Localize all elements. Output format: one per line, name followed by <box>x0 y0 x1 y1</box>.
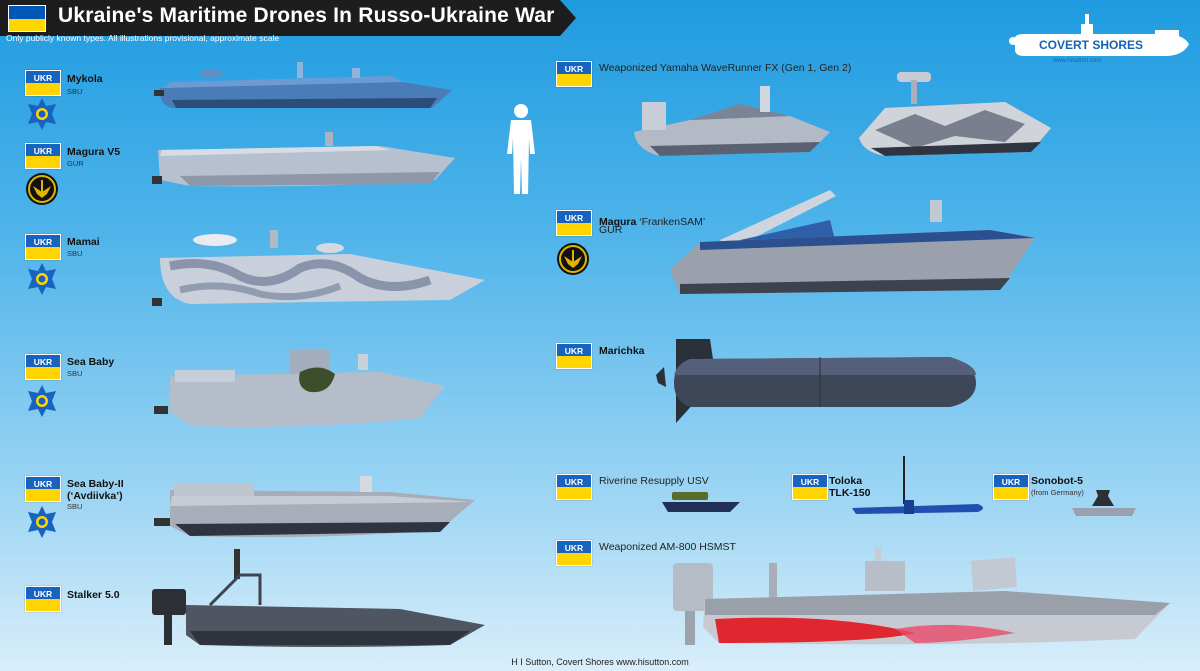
drone-org-magura-v5: GUR <box>67 159 84 168</box>
sea-baby-ii-drone-illustration <box>154 476 475 538</box>
sbu-emblem-icon <box>28 385 56 417</box>
ukr-flag-badge: UKR <box>993 474 1029 500</box>
drone-org-mamai: SBU <box>67 249 83 258</box>
drone-name-frankensam: Magura ‘FrankenSAM’ <box>599 212 705 230</box>
drone-name-sonobot: Sonobot-5 <box>1031 475 1083 487</box>
drone-org-sonobot: (from Germany) <box>1031 488 1084 497</box>
ukr-flag-badge: UKR <box>25 70 61 96</box>
magura-frankensam-illustration <box>670 190 1035 294</box>
ukr-flag-badge: UKR <box>25 476 61 502</box>
drone-name-avdiivka: (‘Avdiivka’) <box>67 490 123 502</box>
svg-text:www.hisutton.com: www.hisutton.com <box>1052 58 1101 64</box>
drone-name-magura-v5: Magura V5 <box>67 146 121 158</box>
drone-name-riverine: Riverine Resupply USV <box>599 475 709 487</box>
ukr-flag-badge: UKR <box>25 586 61 612</box>
drone-name-tlk150: TLK-150 <box>829 487 871 499</box>
sonobot-illustration <box>1072 490 1136 516</box>
svg-text:COVERT SHORES: COVERT SHORES <box>1039 38 1143 52</box>
page-title: Ukraine's Maritime Drones In Russo-Ukrai… <box>58 4 555 27</box>
sbu-emblem-icon <box>28 98 56 130</box>
riverine-usv-illustration <box>662 492 740 512</box>
sea-baby-drone-illustration <box>154 350 445 427</box>
drone-name-frankensam-part: ‘FrankenSAM’ <box>636 216 706 228</box>
footer-credit: H I Sutton, Covert Shores www.hisutton.c… <box>511 657 689 667</box>
ukraine-flag-icon <box>8 5 46 32</box>
title-bar-arrow <box>560 0 576 36</box>
drone-org-sea-baby: SBU <box>67 369 83 378</box>
title-bar <box>0 0 560 36</box>
drone-name-magura-part: Magura <box>599 216 637 228</box>
drone-name-marichka: Marichka <box>599 345 645 357</box>
drone-name-stalker: Stalker 5.0 <box>67 589 120 601</box>
waverunner-gen1-illustration <box>634 86 830 156</box>
mykola-drone-illustration <box>154 62 452 108</box>
sbu-emblem-icon <box>28 506 56 538</box>
drone-name-sea-baby-ii: Sea Baby-II <box>67 478 124 490</box>
ukr-flag-badge: UKR <box>556 474 592 500</box>
page-subtitle: Only publicly known types. All illustrat… <box>6 33 280 43</box>
ukr-flag-badge: UKR <box>556 343 592 369</box>
drone-org-sea-baby-ii: SBU <box>67 502 83 511</box>
ukr-flag-badge: UKR <box>792 474 828 500</box>
stalker-drone-illustration <box>152 549 485 647</box>
ukr-flag-badge: UKR <box>25 354 61 380</box>
gur-emblem-icon <box>26 173 58 205</box>
toloka-tlk150-illustration <box>852 456 983 514</box>
ukr-flag-badge: UKR <box>25 143 61 169</box>
drone-name-sea-baby: Sea Baby <box>67 356 115 368</box>
drone-org-frankensam: GUR <box>599 224 623 236</box>
covert-shores-logo: COVERT SHORES www.hisutton.com <box>1009 14 1189 64</box>
drone-name-waverunner: Weaponized Yamaha WaveRunner FX (Gen 1, … <box>599 62 852 74</box>
drone-name-mykola: Mykola <box>67 73 103 85</box>
mamai-drone-illustration <box>152 230 485 306</box>
ukr-flag-badge: UKR <box>556 540 592 566</box>
ukr-flag-badge: UKR <box>556 210 592 236</box>
magura-v5-drone-illustration <box>152 132 455 187</box>
ukr-flag-badge: UKR <box>25 234 61 260</box>
marichka-drone-illustration <box>656 339 976 423</box>
ukr-flag-badge: UKR <box>556 61 592 87</box>
sbu-emblem-icon <box>28 263 56 295</box>
drone-org-mykola: SBU <box>67 87 83 96</box>
drone-name-mamai: Mamai <box>67 236 100 248</box>
am800-hsmst-illustration <box>673 547 1170 645</box>
drone-name-toloka: Toloka <box>829 475 863 487</box>
human-scale-silhouette <box>507 104 535 194</box>
gur-emblem-icon <box>557 243 589 275</box>
waverunner-gen2-illustration <box>859 72 1051 156</box>
drone-name-am800: Weaponized AM-800 HSMST <box>599 541 736 553</box>
